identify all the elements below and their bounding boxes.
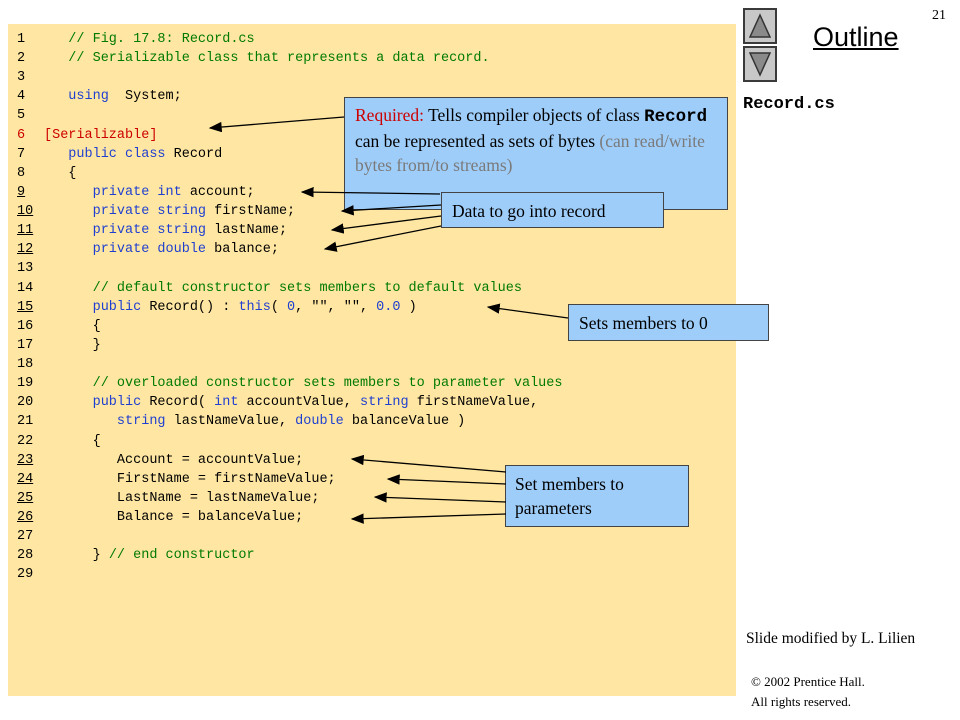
line-number: 9 xyxy=(17,184,26,200)
line-number: 12 xyxy=(17,242,34,258)
callout-text-2: can be represented as sets of bytes xyxy=(355,131,600,151)
triangle-down-icon xyxy=(748,52,772,77)
code-text: // Serializable class that represents a … xyxy=(44,51,490,67)
arrow-serializable xyxy=(208,116,345,133)
line-number: 28 xyxy=(17,548,34,564)
line-number: 6 xyxy=(17,127,26,143)
arrow-firstname-assign xyxy=(386,474,507,485)
line-number: 20 xyxy=(17,395,34,411)
line-number: 24 xyxy=(17,471,34,487)
code-text: public Record( int accountValue, string … xyxy=(44,395,539,411)
code-text: public Record() : this( 0, "", "", 0.0 ) xyxy=(44,299,417,315)
copyright: © 2002 Prentice Hall. All rights reserve… xyxy=(751,672,865,712)
line-number: 29 xyxy=(17,567,34,583)
code-text: [Serializable] xyxy=(44,127,158,143)
code-text: private string lastName; xyxy=(44,223,288,239)
line-number: 27 xyxy=(17,529,34,545)
arrow-balance xyxy=(323,225,442,252)
code-text: // overloaded constructor sets members t… xyxy=(44,376,563,392)
line-number: 14 xyxy=(17,280,34,296)
copyright-line-2: All rights reserved. xyxy=(751,694,852,709)
line-number: 26 xyxy=(17,510,34,525)
code-text: { xyxy=(44,318,101,334)
line-number: 21 xyxy=(17,414,34,430)
line-number: 22 xyxy=(17,433,34,449)
modified-note: Slide modified by L. Lilien xyxy=(746,630,916,647)
line-number: 13 xyxy=(17,261,34,277)
line-number: 7 xyxy=(17,146,26,162)
line-number: 4 xyxy=(17,89,26,105)
code-text: FirstName = firstNameValue; xyxy=(44,471,336,487)
code-text: // Fig. 17.8: Record.cs xyxy=(44,32,255,47)
line-number: 8 xyxy=(17,165,26,181)
arrow-account xyxy=(300,186,441,198)
callout-data-record: Data to go into record xyxy=(441,192,664,228)
callout-sets-zero: Sets members to 0 xyxy=(568,304,769,341)
line-number: 19 xyxy=(17,376,34,392)
file-name: Record.cs xyxy=(743,95,835,114)
line-number: 2 xyxy=(17,51,26,67)
code-text: private int account; xyxy=(44,184,255,200)
next-slide-button[interactable] xyxy=(743,46,777,82)
line-number: 25 xyxy=(17,490,34,506)
arrow-firstname xyxy=(340,204,442,216)
line-number: 17 xyxy=(17,337,34,353)
arrow-lastname-assign xyxy=(373,492,507,503)
outline-link[interactable]: Outline xyxy=(813,22,899,52)
arrow-account-assign xyxy=(350,454,507,473)
code-text: } xyxy=(44,337,101,353)
line-number: 15 xyxy=(17,299,34,315)
line-number: 18 xyxy=(17,357,34,373)
slide-number: 21 xyxy=(932,8,946,23)
code-text: } // end constructor xyxy=(44,548,255,564)
line-number: 10 xyxy=(17,204,34,220)
code-text: // default constructor sets members to d… xyxy=(44,280,522,296)
code-text: { xyxy=(44,165,77,181)
code-text: public class Record xyxy=(44,146,223,162)
arrow-sets-zero xyxy=(486,303,569,319)
arrow-lastname xyxy=(330,215,442,234)
code-text: LastName = lastNameValue; xyxy=(44,490,320,506)
copyright-line-1: © 2002 Prentice Hall. xyxy=(751,674,865,689)
line-number: 3 xyxy=(17,70,26,86)
arrow-balance-assign xyxy=(350,513,507,524)
callout-note: (can read/write bytes from/to streams) xyxy=(355,131,705,175)
code-text: using System; xyxy=(44,89,182,105)
code-text: string lastNameValue, double balanceValu… xyxy=(44,414,466,430)
triangle-up-icon xyxy=(748,13,772,38)
callout-required-label: Required: xyxy=(355,105,425,125)
code-text: { xyxy=(44,433,101,449)
line-number: 11 xyxy=(17,223,34,239)
line-number: 1 xyxy=(17,32,26,47)
code-text: Balance = balanceValue; xyxy=(44,510,304,525)
code-text: private string firstName; xyxy=(44,204,296,220)
code-text: Account = accountValue; xyxy=(44,452,304,468)
previous-slide-button[interactable] xyxy=(743,8,777,44)
callout-set-parameters: Set members to parameters xyxy=(505,465,689,527)
callout-class-name: Record xyxy=(644,107,708,127)
callout-text: Tells compiler objects of class xyxy=(424,105,645,125)
line-number: 5 xyxy=(17,108,26,124)
code-text: private double balance; xyxy=(44,242,279,258)
line-number: 16 xyxy=(17,318,34,334)
line-number: 23 xyxy=(17,452,34,468)
